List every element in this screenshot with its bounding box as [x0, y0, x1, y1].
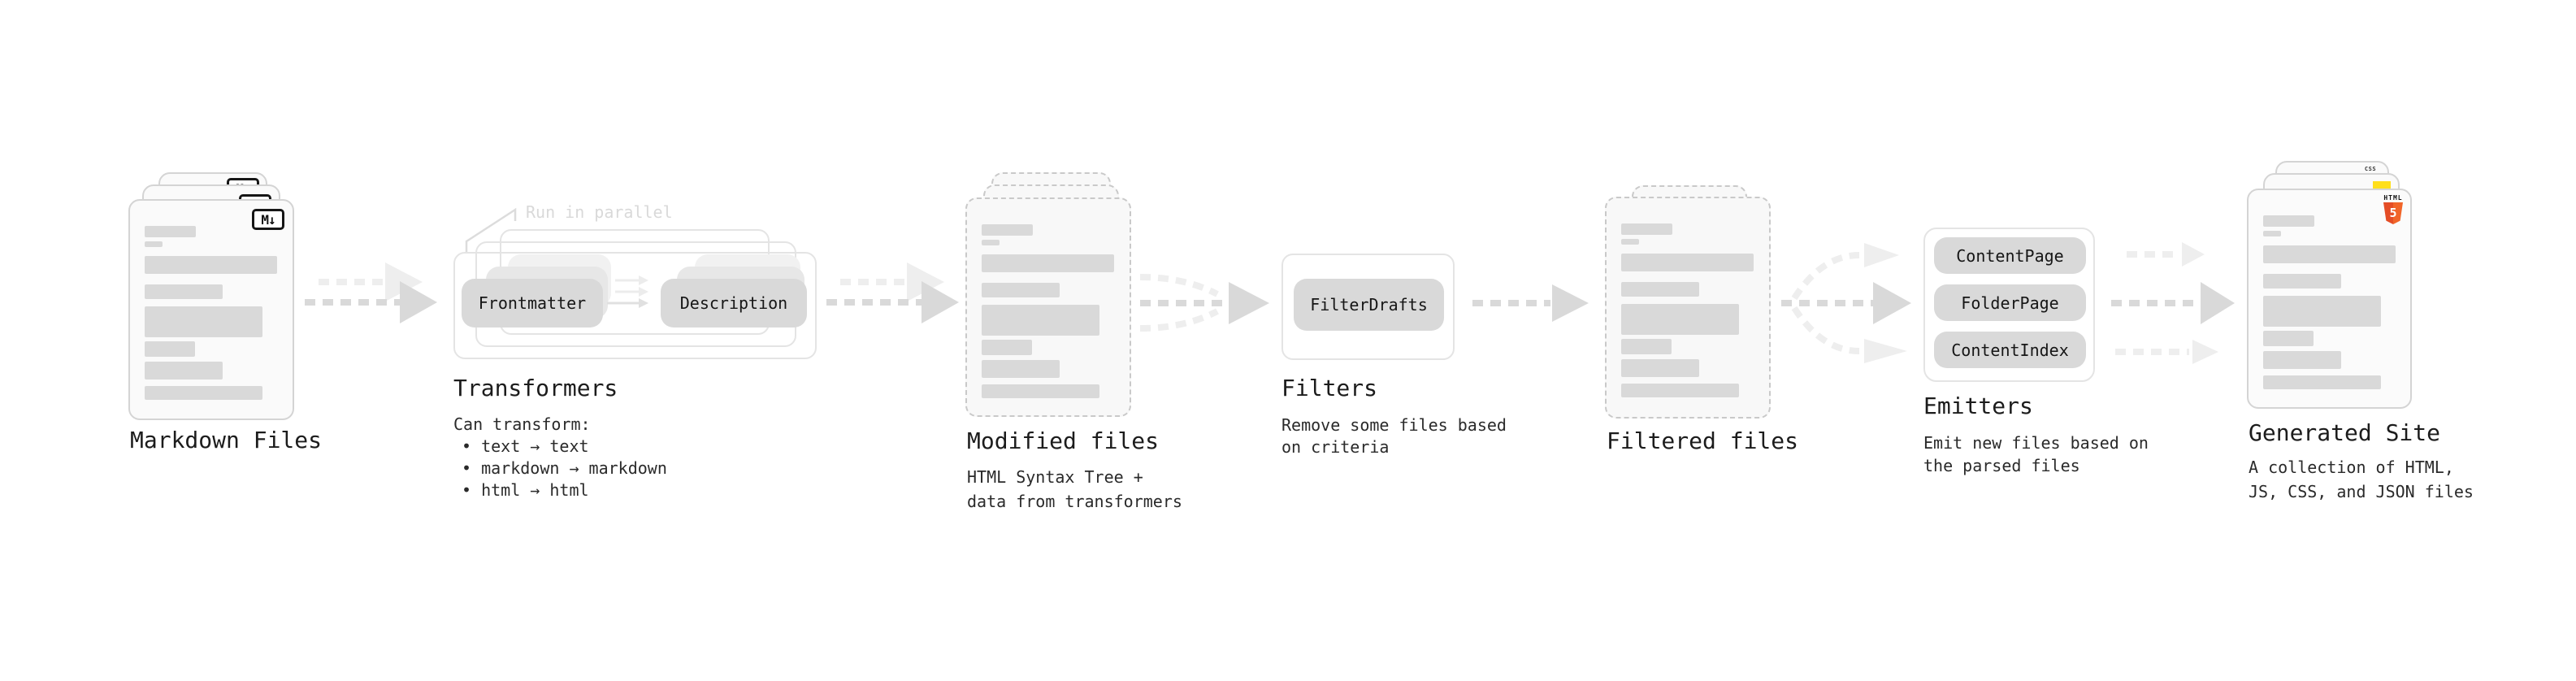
stage-emitters: ContentPage FolderPage ContentIndex Emit… [1923, 228, 2167, 488]
description-line: • markdown → markdown [462, 458, 667, 478]
emitters-description: Emit new files based on the parsed files [1923, 432, 2149, 477]
run-in-parallel-annotation: Run in parallel [526, 202, 673, 222]
arrow-emitters-to-generated [2111, 242, 2235, 364]
stage-label-modified-files: Modified files [967, 427, 1160, 454]
transformer-pill-frontmatter: Frontmatter [462, 279, 603, 327]
filtered-file-card-front [1605, 197, 1771, 419]
markdown-icon-glyph: M↓ [261, 211, 275, 228]
stage-label-filters: Filters [1281, 375, 1378, 401]
html5-icon-label: HTML [2383, 194, 2403, 202]
description-line: data from transformers [967, 492, 1182, 511]
modified-file-card-front [965, 197, 1131, 417]
arrow-markdown-to-transformers [305, 262, 437, 323]
document-text-lines [1621, 223, 1754, 397]
stage-label-markdown-files: Markdown Files [130, 427, 323, 453]
stage-generated-site: CSS HTML 5 Generated Site A collection o… [2247, 161, 2491, 502]
description-line: Emit new files based on [1923, 433, 2149, 453]
stage-label-transformers: Transformers [453, 375, 618, 401]
transformer-layer-box-front [453, 252, 817, 359]
stage-label-emitters: Emitters [1923, 393, 2033, 419]
filter-pill-filterdrafts: FilterDrafts [1294, 279, 1444, 331]
stage-filtered-files: Filtered files [1605, 185, 1816, 462]
description-line: JS, CSS, and JSON files [2249, 482, 2474, 501]
stage-modified-files: Modified files HTML Syntax Tree + data f… [965, 172, 1193, 514]
transformer-pill-description: Description [661, 279, 807, 327]
document-text-lines [2263, 215, 2396, 389]
parallel-flow-arrows [607, 275, 648, 308]
markdown-file-card-front: M↓ [128, 199, 294, 420]
arrow-filters-to-filtered [1472, 284, 1589, 322]
description-line: Remove some files based [1281, 415, 1507, 435]
description-line: the parsed files [1923, 456, 2080, 475]
emitter-pill-contentpage: ContentPage [1934, 237, 2086, 274]
html5-icon-shield: 5 [2383, 202, 2403, 224]
css-icon-label: CSS [2364, 166, 2377, 172]
html-file-card: HTML 5 [2247, 189, 2412, 409]
description-line: on criteria [1281, 437, 1390, 457]
emitter-pill-folderpage: FolderPage [1934, 284, 2086, 321]
transformers-description: Can transform: • text → text • markdown … [453, 414, 667, 501]
stage-label-filtered-files: Filtered files [1607, 427, 1799, 454]
html5-icon: HTML 5 [2383, 194, 2404, 224]
modified-files-description: HTML Syntax Tree + data from transformer… [967, 465, 1182, 514]
stage-label-generated-site: Generated Site [2249, 419, 2441, 446]
document-text-lines [145, 226, 278, 400]
annotation-connector-line [465, 207, 517, 252]
emitters-box [1923, 228, 2095, 382]
stage-markdown-files: M↓ M↓ M↓ Markdown Files [128, 172, 323, 465]
description-line: • text → text [462, 436, 589, 456]
stage-transformers: Run in parallel Frontmatter Description … [453, 199, 827, 500]
arrow-modified-to-filters [1139, 274, 1269, 332]
description-line: • html → html [462, 480, 589, 500]
description-line: A collection of HTML, [2249, 458, 2454, 477]
stage-filters: FilterDrafts Filters Remove some files b… [1281, 254, 1517, 465]
generated-site-description: A collection of HTML, JS, CSS, and JSON … [2249, 455, 2474, 504]
emitter-pill-contentindex: ContentIndex [1934, 332, 2086, 368]
document-text-lines [982, 224, 1115, 398]
arrow-transformers-to-modified [826, 262, 959, 323]
description-line: HTML Syntax Tree + [967, 467, 1143, 487]
filters-box [1281, 254, 1455, 360]
arrow-filtered-to-emitters [1781, 243, 1911, 363]
description-line: Can transform: [453, 414, 591, 434]
filters-description: Remove some files based on criteria [1281, 414, 1507, 458]
markdown-icon: M↓ [252, 209, 284, 230]
